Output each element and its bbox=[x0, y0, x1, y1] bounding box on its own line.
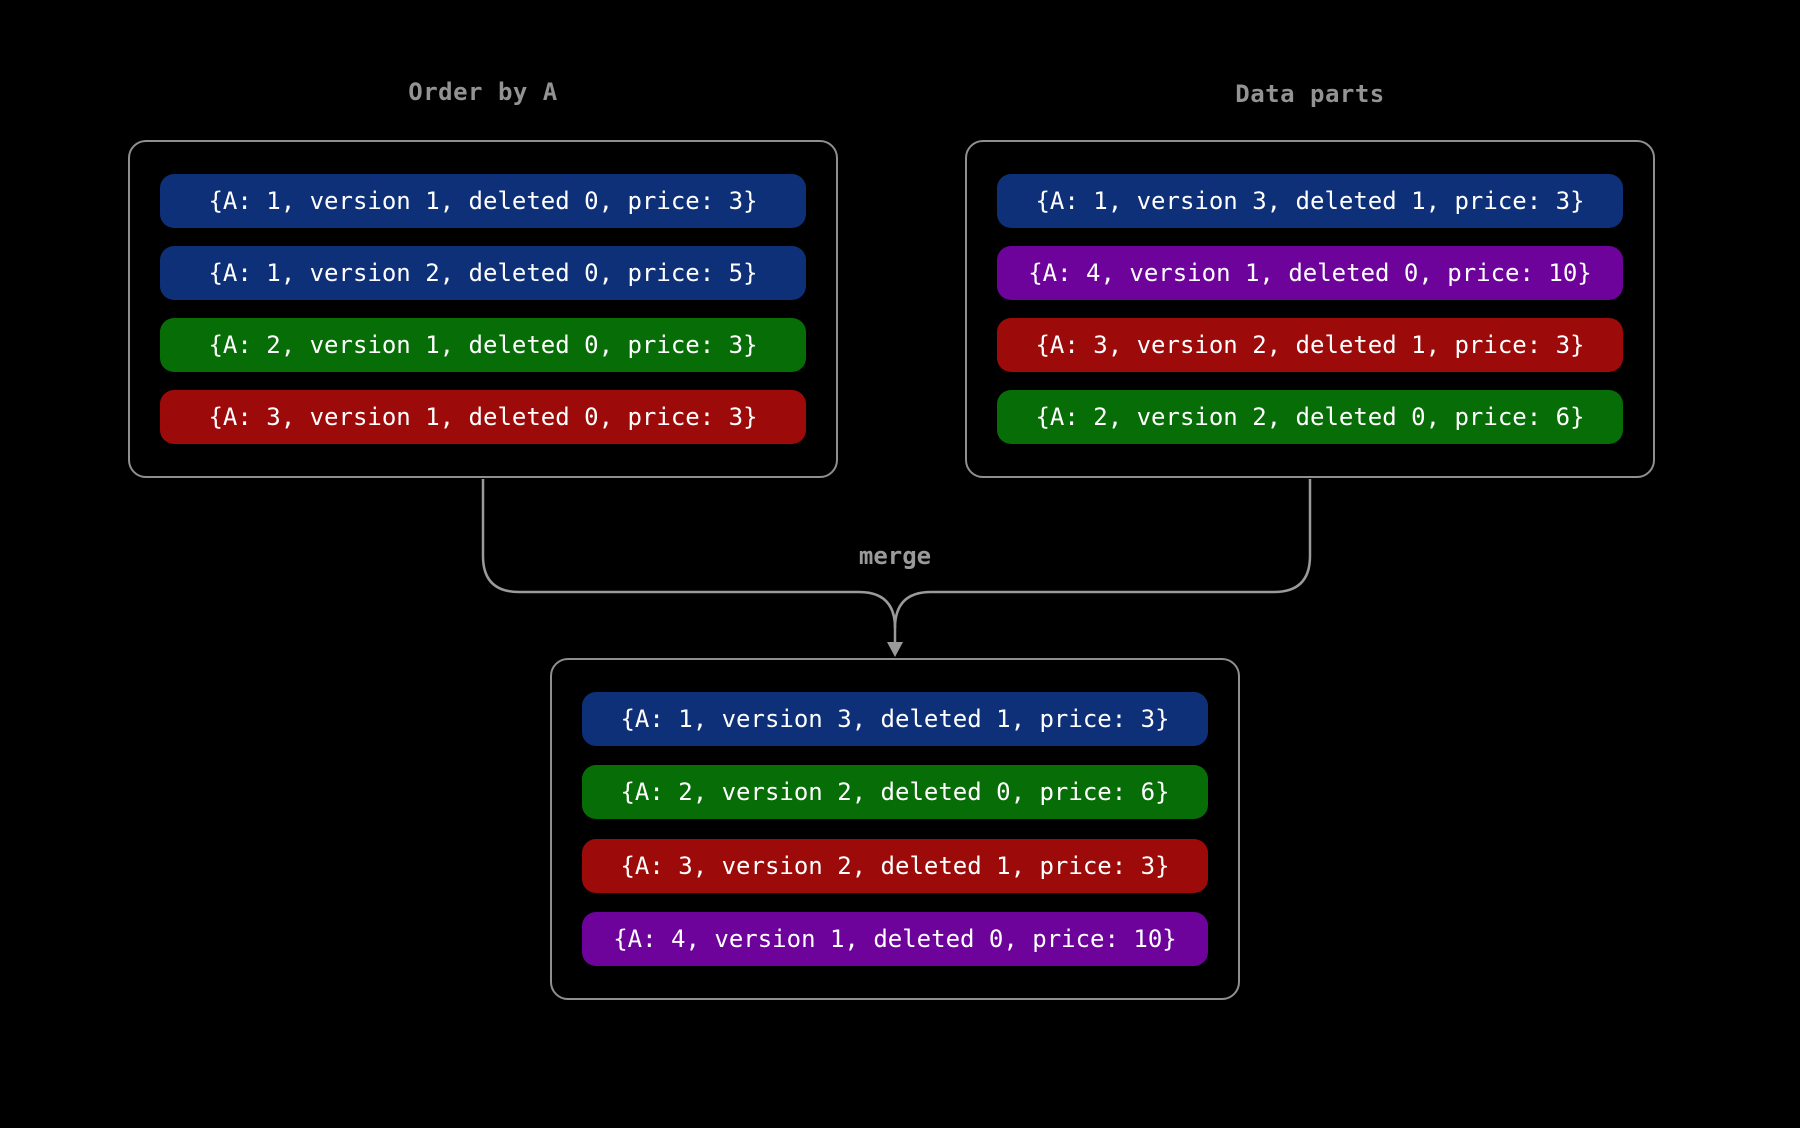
row-a1-v2: {A: 1, version 2, deleted 0, price: 5} bbox=[160, 246, 806, 300]
arrowhead-icon bbox=[887, 642, 903, 657]
merged-row-a3: {A: 3, version 2, deleted 1, price: 3} bbox=[582, 838, 1208, 893]
merged-row-a2: {A: 2, version 2, deleted 0, price: 6} bbox=[582, 765, 1208, 820]
data-parts-box: {A: 1, version 3, deleted 1, price: 3} {… bbox=[965, 140, 1655, 478]
merged-result-box: {A: 1, version 3, deleted 1, price: 3} {… bbox=[550, 658, 1240, 1000]
row-a1-v1: {A: 1, version 1, deleted 0, price: 3} bbox=[160, 174, 806, 228]
row-a3-v1: {A: 3, version 1, deleted 0, price: 3} bbox=[160, 390, 806, 444]
row-a1-v3: {A: 1, version 3, deleted 1, price: 3} bbox=[997, 174, 1623, 228]
order-by-a-title: Order by A bbox=[408, 78, 558, 106]
row-a2-v2: {A: 2, version 2, deleted 0, price: 6} bbox=[997, 390, 1623, 444]
row-a3-v2: {A: 3, version 2, deleted 1, price: 3} bbox=[997, 318, 1623, 372]
data-parts-title: Data parts bbox=[1235, 80, 1385, 108]
row-a4-v1: {A: 4, version 1, deleted 0, price: 10} bbox=[997, 246, 1623, 300]
row-a2-v1: {A: 2, version 1, deleted 0, price: 3} bbox=[160, 318, 806, 372]
merge-label: merge bbox=[858, 542, 932, 570]
order-by-a-box: {A: 1, version 1, deleted 0, price: 3} {… bbox=[128, 140, 838, 478]
merged-row-a4: {A: 4, version 1, deleted 0, price: 10} bbox=[582, 911, 1208, 966]
merged-row-a1: {A: 1, version 3, deleted 1, price: 3} bbox=[582, 692, 1208, 746]
